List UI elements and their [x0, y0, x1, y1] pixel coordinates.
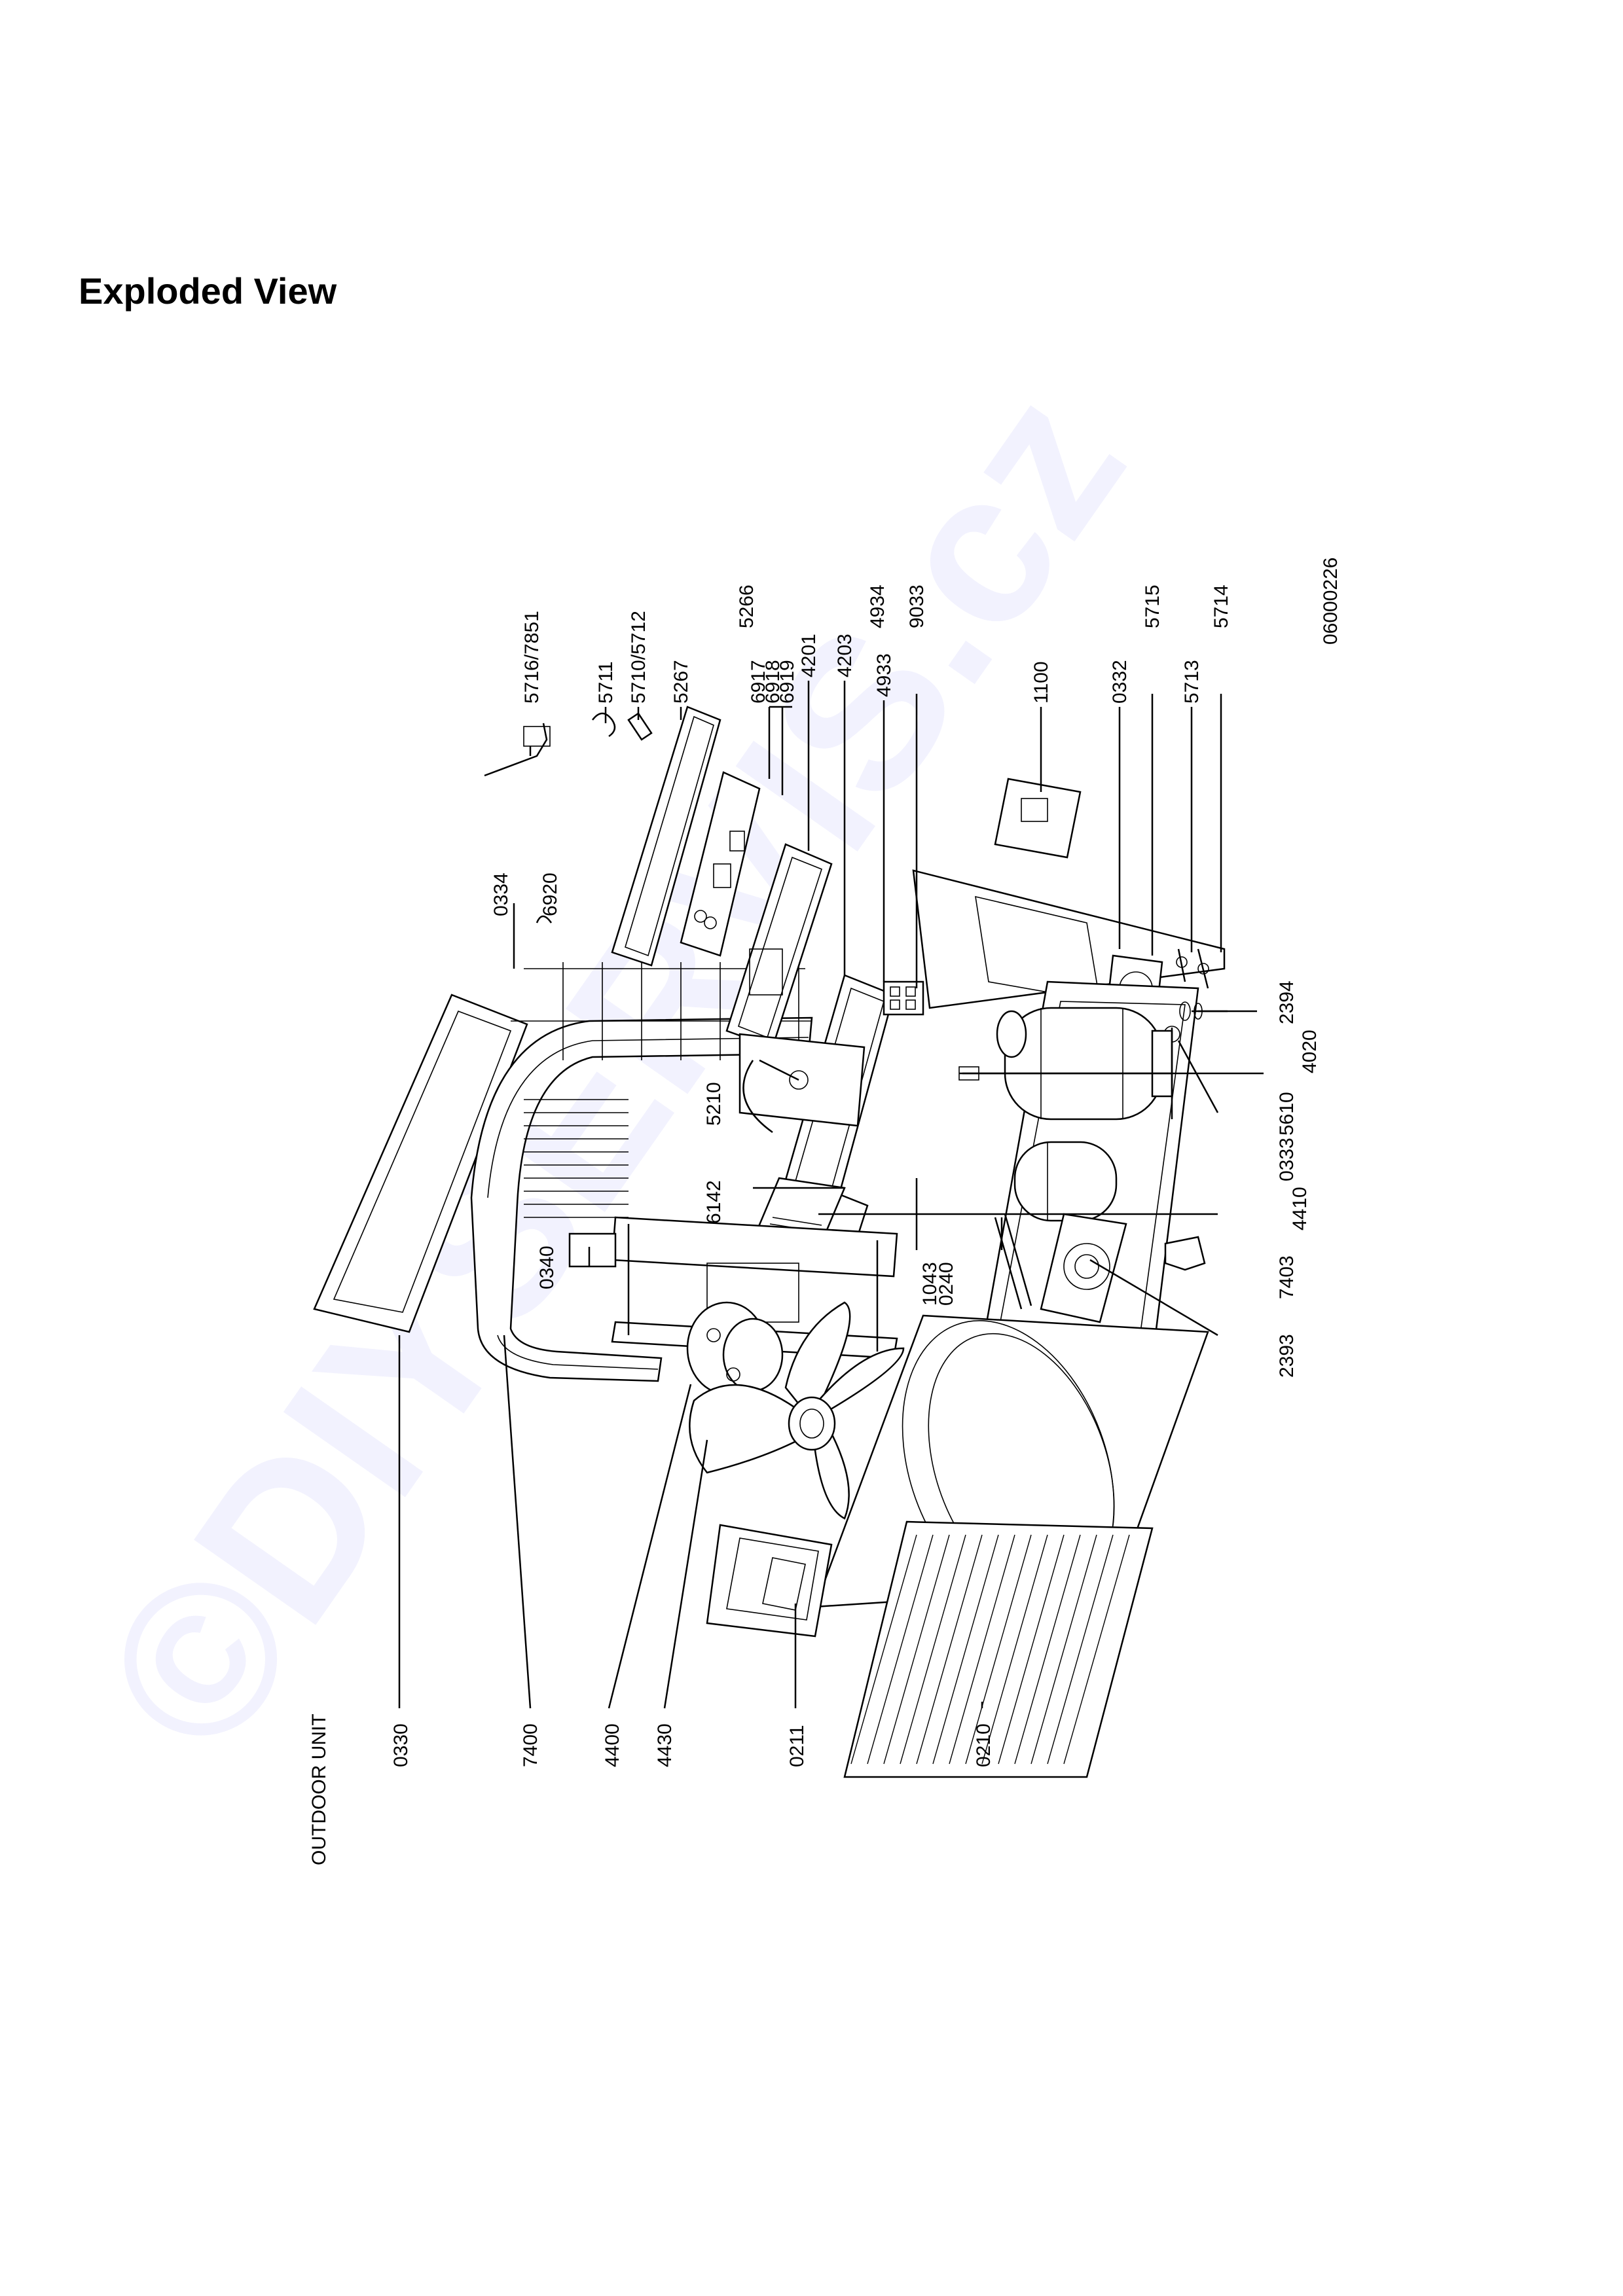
label-4430: 4430: [654, 1723, 676, 1767]
label-7400: 7400: [520, 1723, 541, 1767]
label-0334: 0334: [490, 872, 512, 916]
label-4400: 4400: [602, 1723, 623, 1767]
label-2393: 2393: [1276, 1334, 1298, 1378]
part-labels: 5716/7851 5711 5710/5712 5267 6917 6918 …: [308, 558, 1341, 1865]
drain-fitting-4410: [1040, 1213, 1127, 1323]
label-9033: 9033: [906, 584, 928, 628]
label-5210: 5210: [703, 1082, 725, 1126]
label-4020: 4020: [1299, 1030, 1321, 1073]
part-6920: [536, 915, 553, 924]
label-6919: 6919: [776, 660, 798, 704]
label-6918: 6918: [762, 660, 784, 704]
pcb-cover-5267: [611, 706, 721, 967]
label-0211: 0211: [786, 1725, 808, 1767]
label-7403: 7403: [1276, 1255, 1298, 1299]
pcb-board-5266: [680, 771, 761, 957]
label-0240: 0240: [936, 1262, 957, 1306]
label-6920: 6920: [539, 872, 561, 916]
label-5610: 5610: [1276, 1092, 1298, 1136]
fan-grille-0210: [843, 1520, 1154, 1778]
label-4410: 4410: [1289, 1187, 1311, 1230]
label-drawing-number: 06000226: [1320, 558, 1341, 645]
cover-plate-1100: [994, 778, 1082, 859]
label-1100: 1100: [1030, 661, 1052, 704]
label-4201: 4201: [798, 634, 820, 677]
section-label: OUTDOOR UNIT: [308, 1713, 330, 1865]
label-4934: 4934: [867, 584, 888, 628]
label-5710: 5710/5712: [628, 611, 649, 704]
label-5266: 5266: [736, 584, 757, 628]
leader-lines: [398, 681, 1264, 1709]
label-4203: 4203: [834, 634, 856, 677]
part-5711: [592, 712, 616, 738]
label-0333: 0333: [1276, 1138, 1298, 1181]
label-0330: 0330: [390, 1723, 412, 1767]
pipe-part-5716: [484, 723, 551, 777]
label-2394: 2394: [1276, 980, 1298, 1024]
label-5716: 5716/7851: [521, 611, 543, 704]
valve-5713: [1176, 948, 1188, 982]
page-title: Exploded View: [79, 270, 337, 312]
drain-cap-7403: [1164, 1236, 1206, 1271]
part-5710: [627, 712, 653, 741]
top-panel: [313, 994, 528, 1333]
accumulator: [1013, 1141, 1118, 1222]
label-5714: 5714: [1211, 584, 1232, 628]
label-6917: 6917: [748, 660, 769, 704]
label-1043: 1043: [919, 1262, 941, 1306]
label-0340: 0340: [536, 1246, 558, 1289]
mount-5210: [739, 1033, 866, 1134]
label-5267: 5267: [670, 660, 692, 704]
tube-0240: [994, 1213, 1032, 1310]
label-0332: 0332: [1109, 660, 1131, 704]
label-5715: 5715: [1142, 584, 1163, 628]
label-5711: 5711: [595, 661, 617, 704]
fan-motor-4400: [686, 1301, 784, 1395]
label-6142: 6142: [703, 1180, 725, 1224]
valve-5714: [1197, 948, 1209, 989]
label-0210: 0210: [973, 1723, 994, 1767]
label-4933: 4933: [873, 653, 895, 697]
compressor-4020: [996, 1007, 1173, 1121]
fan-blade-4430: [689, 1301, 905, 1520]
label-5713: 5713: [1181, 660, 1203, 704]
